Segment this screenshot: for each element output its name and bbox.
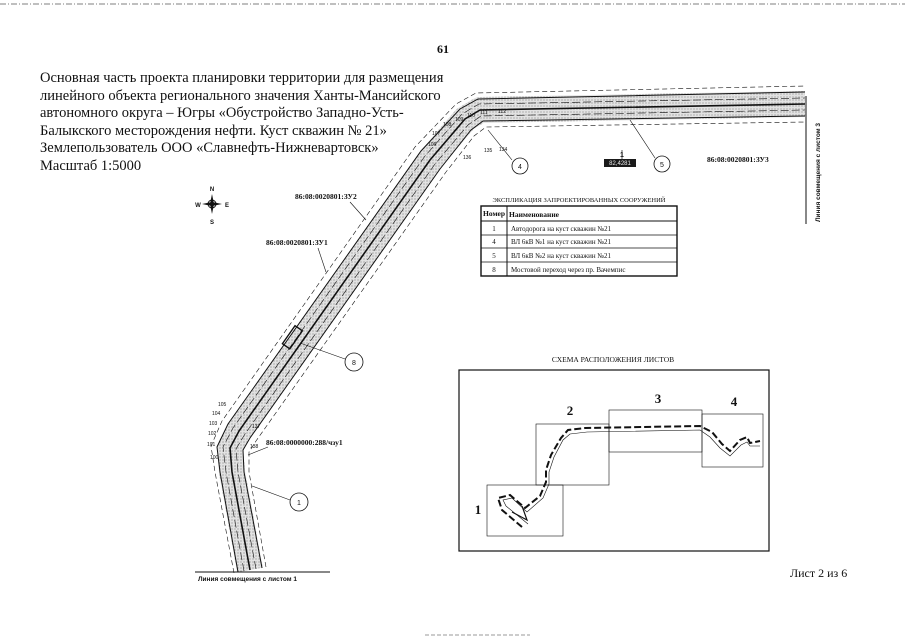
explication-row-num: 1 — [492, 225, 496, 233]
scheme-sheet-1: 1 — [475, 502, 482, 517]
callout-8: 8 — [299, 342, 364, 372]
title-line: Балыкского месторождения нефти. Куст скв… — [40, 122, 387, 139]
svg-text:107: 107 — [432, 131, 441, 137]
explication-table: ЭКСПЛИКАЦИЯ ЗАПРОЕКТИРОВАННЫХ СООРУЖЕНИЙ… — [480, 196, 678, 277]
svg-text:104: 104 — [212, 411, 221, 417]
compass-n: N — [210, 187, 214, 193]
svg-text:100: 100 — [210, 455, 219, 461]
callout-1: 1 — [251, 485, 309, 512]
corridor — [210, 85, 806, 574]
svg-text:134: 134 — [499, 147, 508, 153]
svg-text:109: 109 — [455, 117, 464, 123]
compass-e: E — [225, 203, 229, 209]
scheme-title: СХЕМА РАСПОЛОЖЕНИЯ ЛИСТОВ — [552, 355, 674, 364]
explication-row-num: 8 — [492, 266, 496, 274]
svg-text:138: 138 — [250, 444, 259, 450]
callout-4: 4 — [487, 129, 529, 175]
compass-w: W — [195, 203, 201, 209]
svg-text:136: 136 — [463, 155, 472, 161]
title-line: Основная часть проекта планировки террит… — [40, 70, 444, 86]
page-title: Основная часть проекта планировки террит… — [40, 70, 480, 176]
title-line: автономного округа – Югры «Обустройство … — [40, 105, 404, 122]
svg-text:103: 103 — [209, 421, 218, 427]
scheme-sheet-3: 3 — [655, 391, 662, 406]
title-line: Землепользователь ООО «Славнефть-Нижнева… — [40, 140, 379, 157]
parcel-label-zu1: 86:08:0020801:ЗУ1 — [266, 238, 328, 247]
compass-rose-icon: N S W E — [195, 187, 229, 226]
svg-text:111: 111 — [480, 110, 488, 116]
svg-text:102: 102 — [208, 431, 217, 437]
explication-header-name: Наименование — [509, 210, 560, 219]
page-number: 61 — [437, 42, 449, 56]
svg-text:110: 110 — [467, 113, 475, 119]
parcel-label-zu3: 86:08:0020801:ЗУ3 — [707, 155, 769, 164]
point-numbers: 105 104 103 102 101 100 137 138 106 107 … — [207, 109, 508, 461]
explication-title: ЭКСПЛИКАЦИЯ ЗАПРОЕКТИРОВАННЫХ СООРУЖЕНИЙ — [492, 196, 665, 204]
svg-text:5: 5 — [660, 162, 664, 169]
parcel-label-zu2: 86:08:0020801:ЗУ2 — [295, 192, 357, 201]
svg-text:108: 108 — [443, 122, 452, 128]
callout-5: 5 — [629, 119, 671, 173]
explication-row-num: 4 — [492, 238, 496, 246]
highlight-box — [604, 159, 636, 167]
match-line-bottom-label: Линия совмещения с листом 1 — [198, 576, 297, 583]
scheme-sheet-2: 2 — [567, 403, 574, 418]
svg-text:106: 106 — [428, 142, 437, 148]
svg-text:112: 112 — [498, 109, 506, 115]
svg-text:1: 1 — [297, 500, 301, 507]
compass-s: S — [210, 220, 214, 226]
scale-line: Масштаб 1:5000 — [40, 157, 142, 174]
svg-text:135: 135 — [484, 148, 493, 154]
explication-row-name: ВЛ 6кВ №1 на куст скважин №21 — [511, 238, 612, 246]
match-line-right-label: Линия совмещения с листом 3 — [815, 123, 822, 222]
explication-header-num: Номер — [483, 209, 505, 218]
svg-text:8: 8 — [352, 360, 356, 367]
svg-text:105: 105 — [218, 402, 227, 408]
svg-text:101: 101 — [207, 442, 216, 448]
explication-row-num: 5 — [492, 252, 496, 260]
title-line: линейного объекта регионального значения… — [40, 87, 441, 104]
highlight-label: 82,4281 — [609, 161, 631, 167]
bridge-marker — [281, 324, 304, 350]
scheme-sheet-4: 4 — [731, 394, 738, 409]
explication-row-name: ВЛ 6кВ №2 на куст скважин №21 — [511, 252, 612, 260]
parcel-label-chzu1: 86:08:0000000:288/чзу1 — [266, 438, 343, 447]
explication-row-name: Автодорога на куст скважин №21 — [511, 225, 612, 233]
sheet-label: Лист 2 из 6 — [790, 566, 848, 580]
sheet-layout-scheme: СХЕМА РАСПОЛОЖЕНИЯ ЛИСТОВ 1 2 3 4 — [458, 355, 770, 552]
svg-text:4: 4 — [518, 164, 522, 171]
svg-text:137: 137 — [252, 424, 261, 430]
explication-row-name: Мостовой переход через пр. Вачемпис — [511, 266, 626, 274]
